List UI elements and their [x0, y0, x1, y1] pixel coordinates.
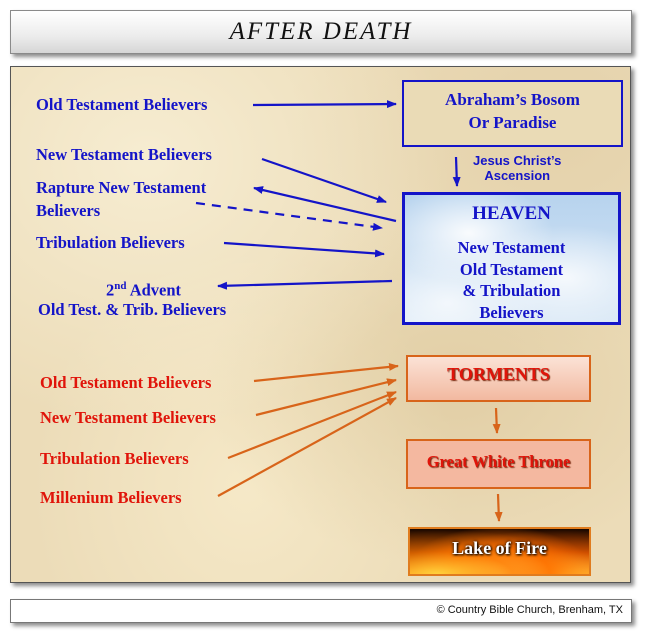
red-nt-believers-label: New Testament Believers — [40, 408, 216, 427]
abrahams-bosom-box: Abraham’s Bosom Or Paradise — [402, 80, 623, 147]
arrow-red-ot-to-torments — [253, 362, 399, 383]
abrahams-bosom-line1: Abraham’s Bosom — [445, 90, 580, 109]
arrow-red-mill-to-torments — [217, 397, 397, 497]
rapture-label-line1: Rapture New Testament — [36, 178, 207, 197]
second-advent-label: 2nd Advent — [106, 280, 182, 300]
arrow-tribulation-to-heaven — [223, 241, 385, 258]
great-white-throne-box: Great White Throne — [406, 439, 591, 489]
great-white-throne-label: Great White Throne — [426, 452, 571, 471]
heaven-body: New Testament Old Testament & Tribulatio… — [457, 238, 566, 322]
second-advent-line2: Old Test. & Trib. Believers — [38, 300, 227, 319]
nt-believers-label: New Testament Believers — [36, 145, 212, 164]
red-tribulation-believers-label: Tribulation Believers — [40, 449, 189, 468]
arrow-torments-to-throne — [492, 407, 501, 434]
ot-believers-label: Old Testament Believers — [36, 95, 208, 114]
arrow-heaven-to-second-advent — [217, 279, 393, 290]
abrahams-bosom-line2: Or Paradise — [468, 113, 557, 132]
red-ot-believers-label: Old Testament Believers — [40, 373, 212, 392]
arrow-ascension — [452, 156, 461, 187]
heaven-box: HEAVEN New Testament Old Testament & Tri… — [402, 192, 621, 325]
ascension-label: Jesus Christ’s Ascension — [473, 153, 562, 183]
red-millenium-believers-label: Millenium Believers — [40, 488, 182, 507]
tribulation-believers-label: Tribulation Believers — [36, 233, 185, 252]
torments-box: TORMENTS — [406, 355, 591, 402]
rapture-label-line2: Believers — [36, 201, 101, 220]
arrow-rapture-to-heaven-dashed — [195, 201, 383, 231]
title-bar: AFTER DEATH — [10, 10, 632, 54]
footer-bar: © Country Bible Church, Brenham, TX — [10, 599, 632, 623]
arrow-nt-to-heaven — [261, 157, 387, 204]
arrow-throne-to-lake — [494, 493, 503, 522]
heaven-title: HEAVEN — [472, 203, 551, 224]
copyright-text: © Country Bible Church, Brenham, TX — [436, 604, 623, 616]
arrow-red-nt-to-torments — [255, 378, 397, 417]
lake-of-fire-box: Lake of Fire — [408, 527, 591, 576]
arrow-ot-to-abrahams-bosom — [252, 100, 397, 109]
page-title: AFTER DEATH — [229, 18, 413, 45]
arrow-red-trib-to-torments — [227, 390, 397, 460]
lake-of-fire-label: Lake of Fire — [452, 538, 547, 558]
torments-label: TORMENTS — [447, 364, 550, 384]
arrow-heaven-to-rapture — [253, 186, 397, 223]
